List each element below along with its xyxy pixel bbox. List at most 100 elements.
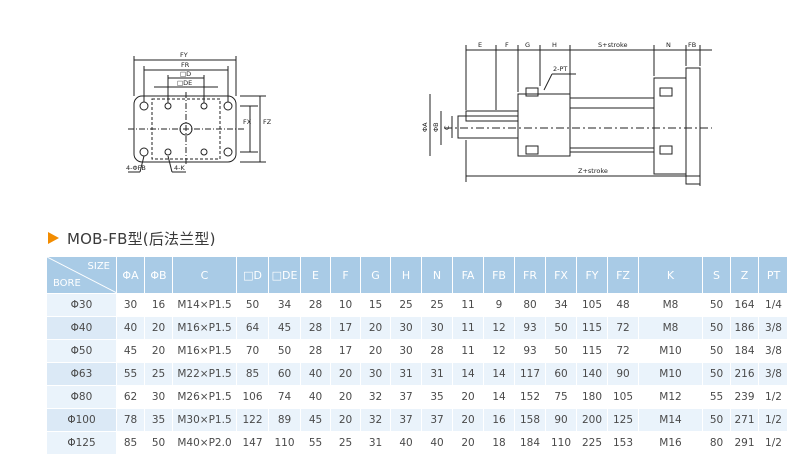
table-cell: 28 [421,339,453,363]
dim-pt: 2-PT [553,65,567,73]
table-cell: 184 [730,339,759,363]
table-cell: 50 [702,293,731,317]
table-cell: 110 [268,431,301,455]
table-cell: 225 [576,431,608,455]
table-cell: 37 [390,408,422,432]
table-cell: 14 [483,362,515,386]
table-cell: 180 [576,385,608,409]
table-cell: 17 [330,339,361,363]
table-cell: 85 [116,431,145,455]
column-header: ΦB [144,256,173,294]
column-header: FB [483,256,515,294]
table-cell: 158 [514,408,546,432]
table-cell: M12 [638,385,703,409]
dim-e: E [478,41,482,49]
table-cell: 17 [330,316,361,340]
table-cell: 30 [144,385,173,409]
table-cell: 12 [483,339,515,363]
table-cell: 106 [236,385,269,409]
table-cell: 20 [360,316,391,340]
table-cell: 3/8 [758,339,787,363]
table-cell: 105 [576,293,608,317]
table-cell: 11 [452,339,484,363]
dim-d: □D [180,70,191,78]
table-cell: 32 [360,408,391,432]
table-cell: M14 [638,408,703,432]
column-header: □DE [268,256,301,294]
flange-front-view [128,56,266,173]
table-cell: 153 [607,431,639,455]
dim-k: 4-K [174,164,185,172]
table-cell: 30 [390,316,422,340]
table-cell: 72 [607,339,639,363]
table-cell: 200 [576,408,608,432]
table-cell: 50 [268,339,301,363]
table-cell: 105 [607,385,639,409]
table-cell: 1/2 [758,408,787,432]
corner-cell: SIZE BORE [46,256,117,294]
dim-fb: FB [688,41,696,49]
dim-a: ΦA [421,122,429,132]
row-bore-cell: Φ125 [46,431,117,455]
column-header: F [330,256,361,294]
table-cell: 20 [330,408,361,432]
column-header: C [172,256,237,294]
table-cell: 37 [390,385,422,409]
table-cell: 85 [236,362,269,386]
table-cell: 34 [268,293,301,317]
cylinder-side-view [429,45,712,186]
table-cell: 239 [730,385,759,409]
corner-diagonal [47,257,117,293]
table-cell: 89 [268,408,301,432]
table-cell: 60 [268,362,301,386]
table-cell: 30 [421,316,453,340]
table-cell: 15 [360,293,391,317]
table-cell: 90 [545,408,577,432]
table-cell: 184 [514,431,546,455]
table-cell: 93 [514,339,546,363]
table-cell: 20 [452,385,484,409]
table-cell: 50 [545,339,577,363]
table-cell: 3/8 [758,316,787,340]
table-cell: 40 [390,431,422,455]
table-cell: M8 [638,293,703,317]
table-cell: 50 [236,293,269,317]
table-cell: 20 [452,431,484,455]
dim-b: ΦB [432,122,440,132]
table-cell: 12 [483,316,515,340]
table-cell: 20 [330,362,361,386]
table-cell: 9 [483,293,515,317]
table-cell: 140 [576,362,608,386]
table-cell: 20 [330,385,361,409]
table-cell: 110 [545,431,577,455]
corner-bore-label: BORE [53,278,81,289]
table-cell: 40 [300,385,331,409]
table-cell: 80 [702,431,731,455]
table-cell: 11 [452,316,484,340]
table-cell: 50 [545,316,577,340]
table-cell: 55 [300,431,331,455]
column-header: Z [730,256,759,294]
table-cell: 152 [514,385,546,409]
table-cell: 50 [702,316,731,340]
table-cell: 216 [730,362,759,386]
table-cell: 25 [421,293,453,317]
table-cell: 122 [236,408,269,432]
column-header: FR [514,256,546,294]
table-cell: M40×P2.0 [172,431,237,455]
dim-fb-holes: 4-ΦFB [126,164,146,172]
table-cell: 20 [144,339,173,363]
table-cell: 35 [421,385,453,409]
table-cell: 14 [452,362,484,386]
table-cell: 3/8 [758,362,787,386]
table-cell: 28 [300,316,331,340]
table-cell: 90 [607,362,639,386]
table-cell: 32 [360,385,391,409]
table-cell: 25 [144,362,173,386]
column-header: S [702,256,731,294]
table-cell: 10 [330,293,361,317]
